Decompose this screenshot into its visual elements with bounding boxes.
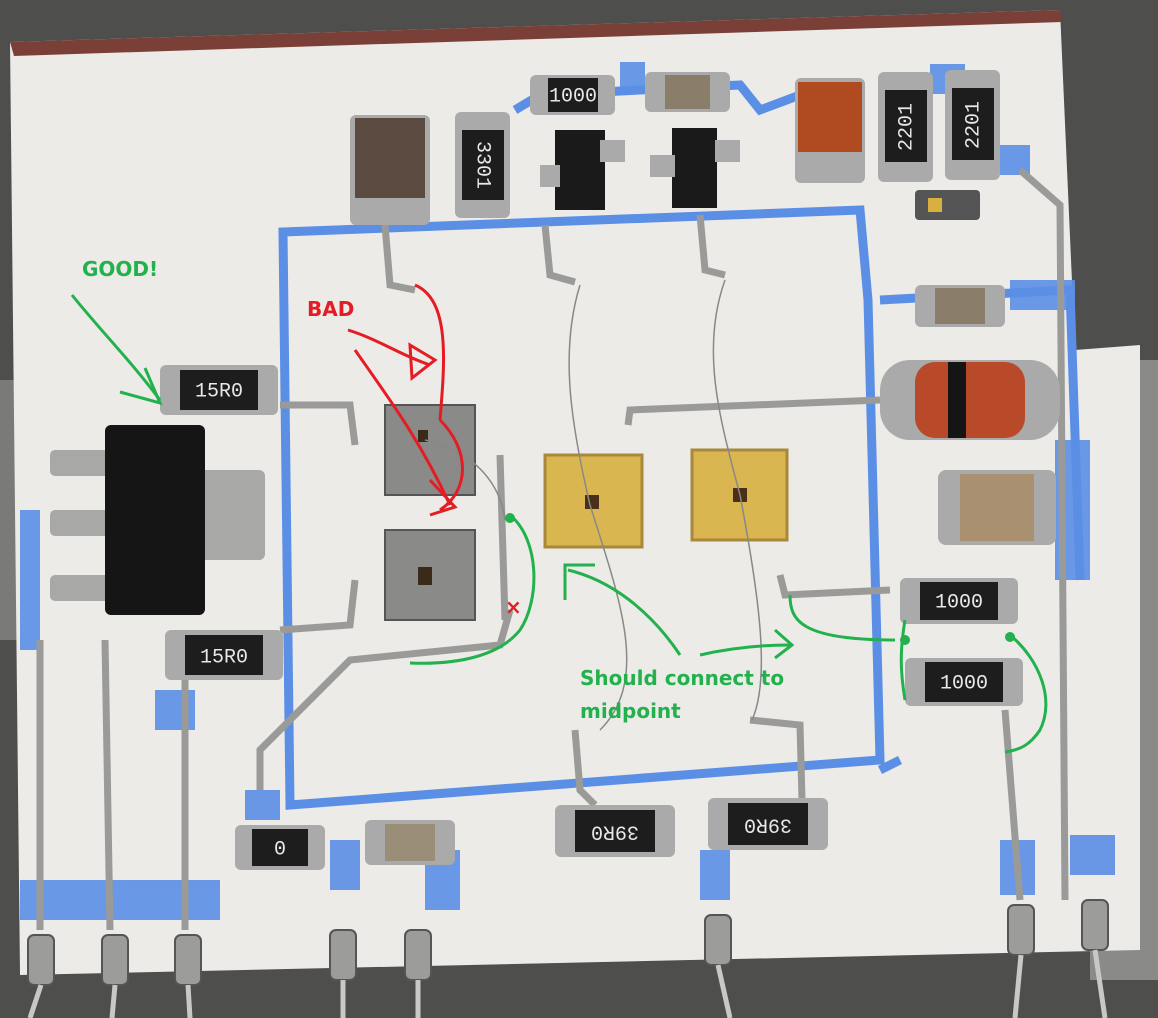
resistor-3301: 3301 — [455, 112, 510, 218]
resistor-1000-mid: 1000 — [900, 578, 1018, 624]
resistor-15r0-bottom: 15R0 — [165, 630, 283, 680]
should-connect-line2: midpoint — [580, 699, 681, 723]
resistor-label: 3301 — [471, 141, 494, 189]
resistor-39r0-a: 39R0 — [555, 805, 675, 857]
gold-die-right — [690, 448, 789, 542]
midpoint-annotation: Should connect to midpoint — [409, 513, 1048, 754]
resistor-label: 15R0 — [195, 380, 243, 403]
resistor-label: 2201 — [895, 103, 918, 151]
board-pins — [27, 899, 1109, 1018]
resistor-label: 15R0 — [200, 646, 248, 669]
resistor-label: 39R0 — [744, 813, 792, 836]
silicon-die-lower — [384, 529, 476, 621]
cross-mark: × — [505, 595, 522, 619]
resistor-2201-b: 2201 — [945, 70, 1000, 180]
should-connect-line1: Should connect to — [580, 666, 784, 690]
resistor-1000-top: 1000 — [530, 75, 615, 115]
resistor-label: 1000 — [940, 672, 988, 695]
resistor-2201-a: 2201 — [878, 72, 933, 182]
bad-annotation: BAD × — [307, 283, 522, 619]
good-label: GOOD! — [82, 257, 158, 281]
resistor-label: 2201 — [962, 101, 985, 149]
resistor-15r0-top: 15R0 — [160, 365, 278, 415]
good-annotation: GOOD! — [70, 257, 163, 406]
resistor-label: 0 — [274, 838, 286, 861]
sot223-regulator — [50, 425, 265, 615]
resistor-label: 1000 — [935, 591, 983, 614]
resistor-label: 1000 — [549, 85, 597, 108]
resistor-0: 0 — [235, 825, 325, 870]
tantalum-capacitors — [350, 78, 865, 225]
resistor-label: 39R0 — [591, 820, 639, 843]
melf-diode — [880, 360, 1060, 440]
resistor-1000-low: 1000 — [905, 658, 1023, 706]
substrate-edge — [10, 10, 1062, 56]
resistor-39r0-b: 39R0 — [708, 798, 828, 850]
gold-die-left — [543, 453, 644, 549]
transistors — [540, 128, 740, 210]
bad-label: BAD — [307, 297, 354, 321]
small-pad-component — [915, 190, 980, 220]
capacitors — [365, 72, 1056, 865]
bond-wires — [424, 279, 763, 731]
grey-traces — [36, 167, 1069, 931]
